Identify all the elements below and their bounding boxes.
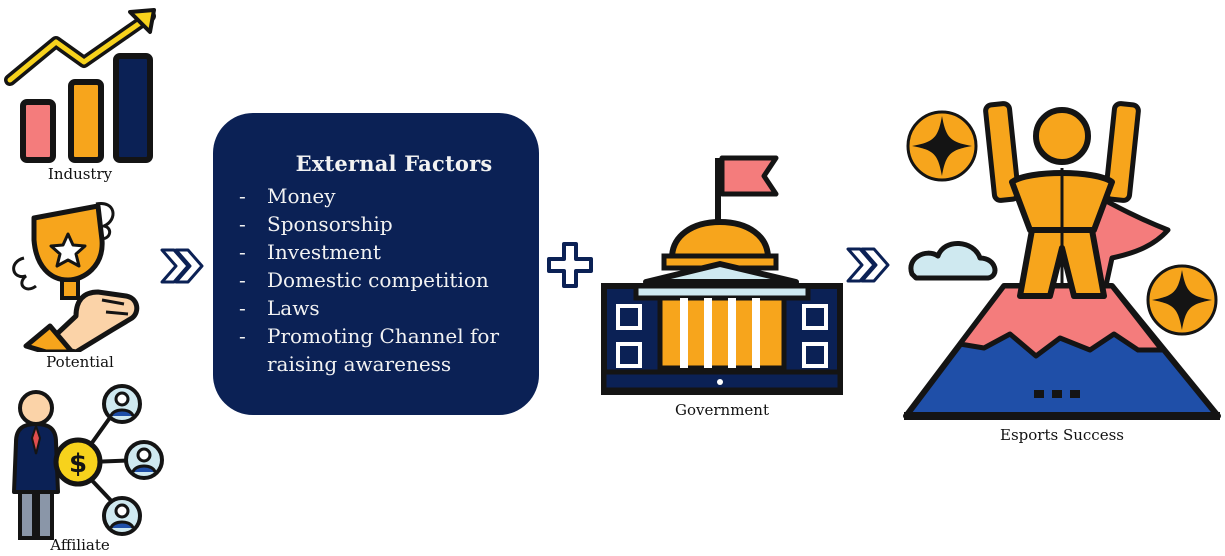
factor-item: Promoting Channel for raising awareness [239, 322, 529, 378]
winner-on-mountain-icon [903, 101, 1221, 420]
avatar-bottom [102, 496, 142, 536]
avatar-middle [124, 440, 164, 480]
plus-icon [547, 242, 593, 288]
svg-text:$: $ [69, 449, 87, 479]
esports-success-label: Esports Success [1000, 426, 1124, 444]
trophy-hand-icon [12, 202, 140, 352]
potential-label: Potential [46, 353, 114, 371]
industry-label: Industry [47, 165, 113, 183]
chevron-right-icon [846, 247, 890, 283]
external-factors-box: External Factors Money Sponsorship Inves… [213, 113, 539, 415]
avatar-top [102, 384, 142, 424]
factor-item: Money [239, 182, 529, 210]
government-label: Government [675, 401, 769, 419]
external-factors-title: External Factors [295, 151, 493, 176]
chevron-right-icon [160, 248, 204, 284]
bar-chart-growth-icon [4, 8, 156, 163]
factor-item: Sponsorship [239, 210, 529, 238]
affiliate-label: Affiliate [50, 536, 110, 554]
business-network-icon: $ [12, 384, 164, 540]
factor-item: Investment [239, 238, 529, 266]
factor-item: Domestic competition [239, 266, 529, 294]
government-building-icon [601, 155, 843, 395]
factor-item: Laws [239, 294, 529, 322]
external-factors-list: Money Sponsorship Investment Domestic co… [239, 182, 529, 378]
